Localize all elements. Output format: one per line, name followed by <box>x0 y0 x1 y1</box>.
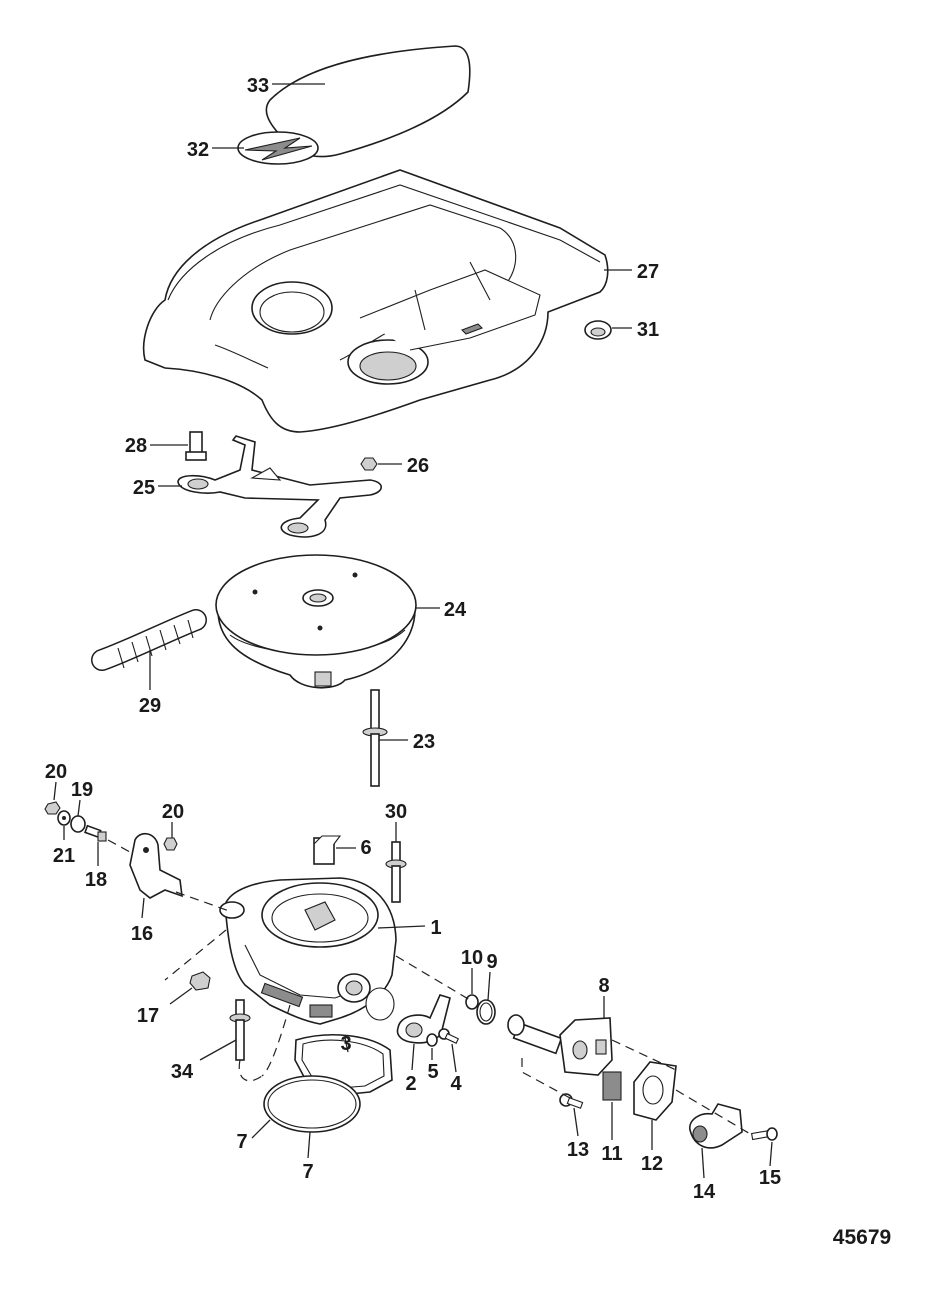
callout-24: 24 <box>444 599 467 621</box>
part-5-washer <box>426 1033 438 1047</box>
part-25-bracket <box>177 435 383 538</box>
part-9-o-ring <box>476 999 496 1025</box>
part-20-nut-mid <box>163 837 178 851</box>
callout-5: 5 <box>427 1061 438 1083</box>
part-29-hose <box>91 609 207 671</box>
part-idle-air-valve <box>507 1014 563 1055</box>
callout-10: 10 <box>461 947 483 969</box>
callout-29: 29 <box>139 695 161 717</box>
part-8-housing <box>559 1017 613 1076</box>
callout-6: 6 <box>360 837 371 859</box>
callout-28: 28 <box>125 435 147 457</box>
part-32-emblem <box>237 131 319 165</box>
callout-7a: 7 <box>236 1131 247 1153</box>
part-11-block <box>602 1071 622 1101</box>
callout-9: 9 <box>486 951 497 973</box>
callout-7b: 7 <box>302 1161 313 1183</box>
part-4-screw <box>438 1028 460 1044</box>
part-34-stud <box>229 999 251 1061</box>
callout-11: 11 <box>601 1143 622 1165</box>
part-30-stud <box>385 841 407 903</box>
part-7-o-ring <box>263 1075 361 1133</box>
part-27-engine-cover <box>142 169 609 433</box>
callout-34: 34 <box>171 1061 194 1083</box>
part-17-nut <box>189 971 211 991</box>
callout-2: 2 <box>405 1073 416 1095</box>
part-28-bolt <box>185 431 207 461</box>
part-14-sensor <box>689 1103 743 1149</box>
callout-16: 16 <box>131 923 153 945</box>
part-10-o-ring <box>465 994 479 1010</box>
assembly-centerlines <box>107 839 753 1136</box>
callout-26: 26 <box>407 455 429 477</box>
callout-19: 19 <box>71 779 93 801</box>
part-19-spacer <box>70 815 86 833</box>
part-12-gasket <box>633 1061 677 1121</box>
callout-25: 25 <box>133 477 155 499</box>
part-1-throttle-body <box>219 877 397 1025</box>
part-21-washer <box>57 810 71 826</box>
part-6-clip <box>313 835 342 865</box>
part-24-air-cleaner <box>215 554 417 689</box>
callout-12: 12 <box>641 1153 663 1175</box>
callout-15: 15 <box>759 1167 781 1189</box>
callout-32: 32 <box>187 139 209 161</box>
callout-27: 27 <box>637 261 659 283</box>
callout-31: 31 <box>637 319 659 341</box>
callout-8: 8 <box>598 975 609 997</box>
part-13-screw <box>559 1093 584 1109</box>
callout-23: 23 <box>413 731 435 753</box>
part-18-screw <box>84 824 107 842</box>
callout-18: 18 <box>85 869 107 891</box>
callout-14: 14 <box>693 1181 716 1203</box>
callout-4: 4 <box>450 1073 462 1095</box>
part-23-stud <box>362 689 388 787</box>
callout-13: 13 <box>567 1139 589 1161</box>
leader-lines <box>53 83 773 1179</box>
callout-30: 30 <box>385 801 407 823</box>
callout-33: 33 <box>247 75 269 97</box>
callout-17: 17 <box>137 1005 159 1027</box>
part-26-nut <box>360 457 378 471</box>
part-20-nut-top <box>44 801 61 815</box>
callout-3: 3 <box>340 1033 351 1055</box>
part-31-grommet <box>584 320 612 340</box>
figure-id: 45679 <box>833 1226 891 1249</box>
part-round-gasket <box>365 987 395 1021</box>
callout-1: 1 <box>430 917 441 939</box>
part-15-screw <box>750 1127 778 1141</box>
callout-21: 21 <box>53 845 75 867</box>
callout-20b: 20 <box>162 801 184 823</box>
callout-20a: 20 <box>45 761 67 783</box>
part-16-bracket <box>129 832 183 899</box>
